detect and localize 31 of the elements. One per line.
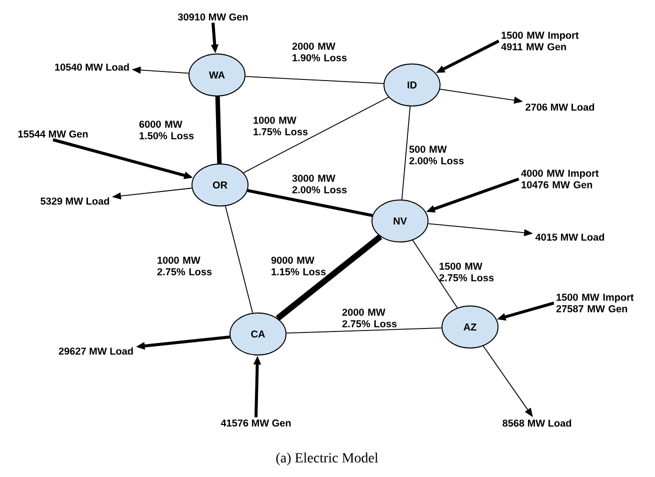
edge-label: 9000 MW 1.15% Loss [271, 256, 326, 276]
flow-text: 30910 MW Gen [178, 13, 248, 21]
flow-text: 41576 MW Gen [220, 419, 291, 427]
line [245, 76, 384, 84]
line [247, 189, 373, 217]
flow-text: 8568 MW Load [502, 419, 572, 427]
line [276, 234, 382, 321]
edge-label: 1000 MW 1.75% Loss [254, 116, 308, 136]
line [412, 240, 458, 308]
flow-text: 5329 MW Load [40, 197, 110, 205]
flow-text: 10540 MW Load [55, 63, 129, 71]
line [286, 328, 442, 334]
edge-label: 1500 MW 2.75% Loss [439, 262, 494, 282]
edge-label: 500 MW 2.00% Loss [409, 146, 464, 164]
line [401, 106, 411, 200]
edge-label: 6000 MW 1.50% Loss [139, 120, 194, 140]
edge-label: 2000 MW 1.90% Loss [292, 42, 347, 62]
flow-text: 1500 MW Import 27587 MW Gen [556, 294, 634, 312]
flow-text: 29627 MW Load [58, 347, 133, 355]
line [224, 206, 254, 314]
edge-label: 3000 MW 2.00% Loss [292, 174, 347, 194]
flow-text: 4015 MW Load [535, 233, 604, 241]
flow-text: 1500 MW Import 4911 MW Gen [501, 32, 579, 50]
line [243, 96, 389, 174]
line [215, 96, 222, 164]
flow-text: 15544 MW Gen [18, 130, 88, 138]
flow-text: 2706 MW Load [526, 103, 594, 111]
edge-label: 1000 MW 2.75% Loss [157, 256, 212, 276]
caption: (a) Electric Model [276, 452, 378, 466]
edge-label: 2000 MW 2.75% Loss [342, 308, 397, 328]
flow-text: 4000 MW Import 10476 MW Gen [521, 170, 599, 188]
